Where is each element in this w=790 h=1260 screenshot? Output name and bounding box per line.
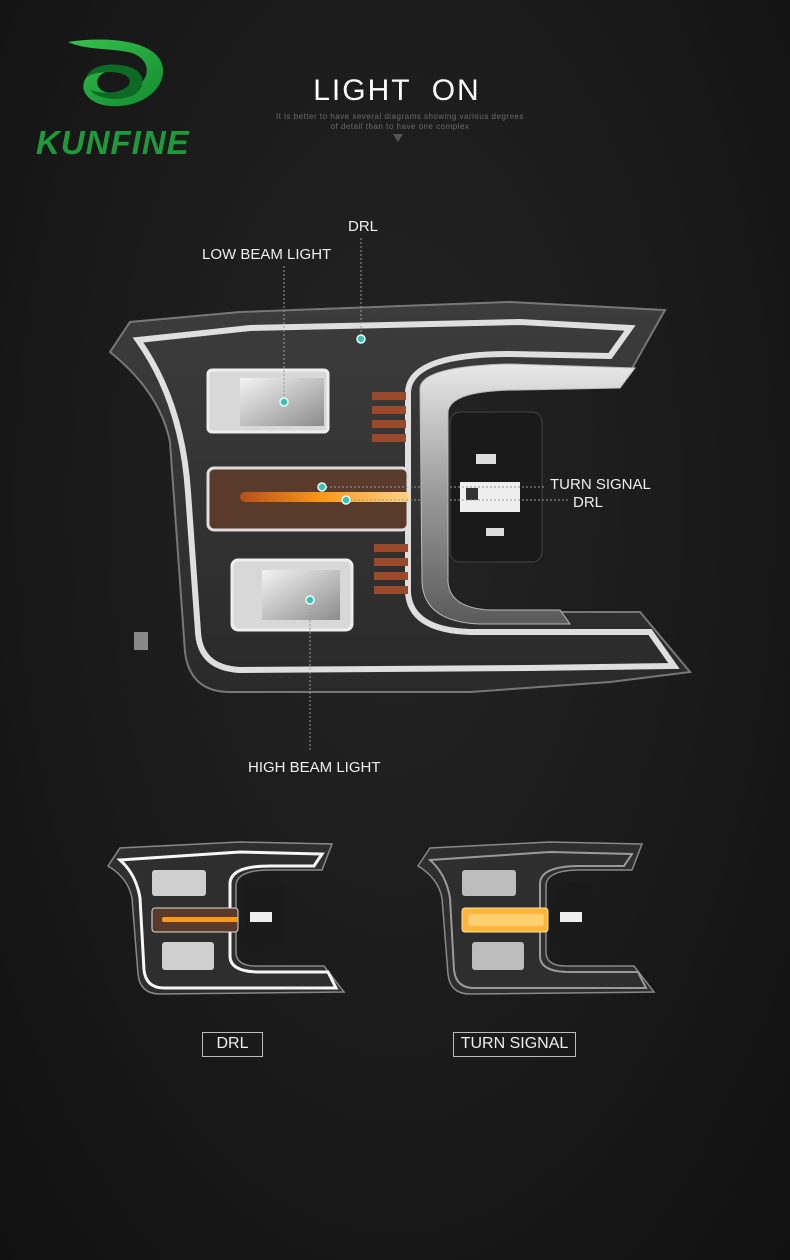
subtitle-line-1: It is better to have several diagrams sh… (276, 112, 524, 121)
triangle-down-icon (393, 134, 403, 142)
page-subtitle: It is better to have several diagrams sh… (255, 112, 545, 132)
page-title: LIGHT ON (0, 74, 790, 108)
headlamp-drl-image (106, 841, 346, 995)
variant-label-drl: DRL (202, 1032, 263, 1057)
brand-logo: KUNFINE (36, 38, 208, 161)
page-title-text: LIGHT ON (313, 74, 481, 107)
label-drl-right: DRL (573, 494, 604, 511)
label-drl-top: DRL (348, 218, 379, 235)
brand-wordmark: KUNFINE (36, 124, 190, 161)
label-turn-signal: TURN SIGNAL (550, 476, 651, 493)
subtitle-line-2: of detail than to have one complex (330, 122, 470, 131)
headlamp-turn-signal-image (416, 841, 656, 995)
label-high-beam: HIGH BEAM LIGHT (248, 759, 381, 776)
variant-label-turn-signal: TURN SIGNAL (453, 1032, 576, 1057)
headlamp-main-image (108, 300, 692, 693)
kunfine-swirl-icon (68, 39, 164, 107)
label-low-beam: LOW BEAM LIGHT (202, 246, 332, 263)
